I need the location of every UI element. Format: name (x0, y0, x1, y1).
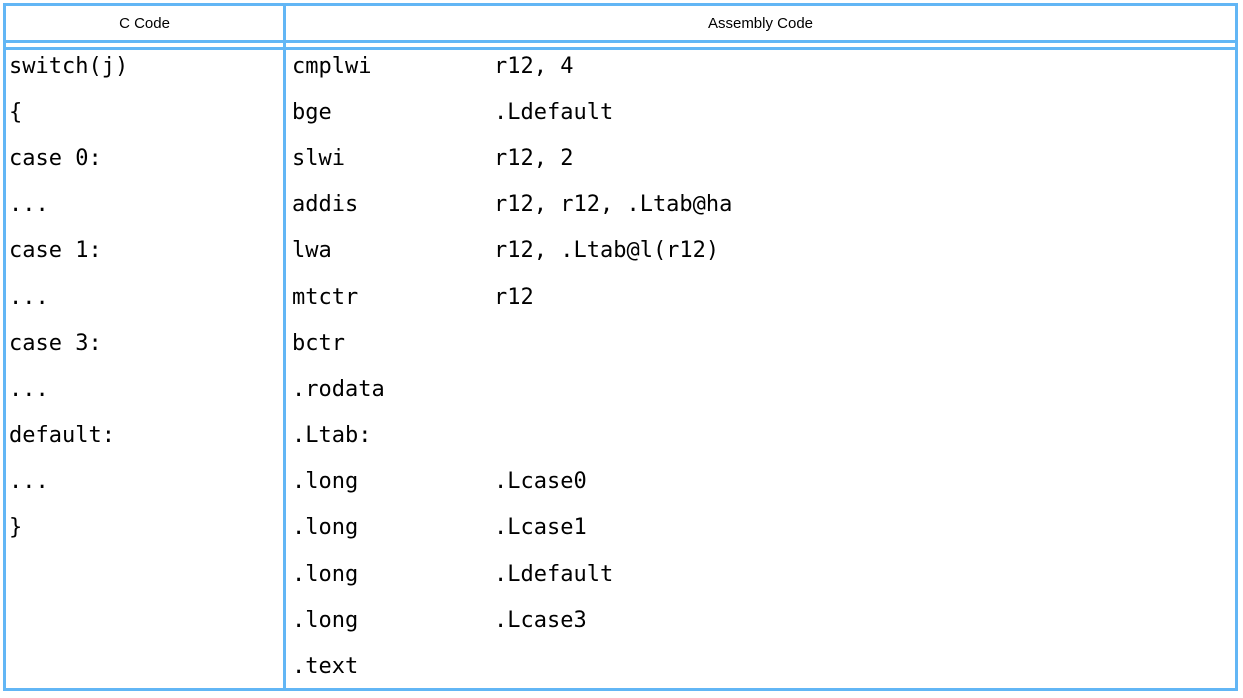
assembly-mnemonic: .long (292, 469, 359, 495)
c-code-line: ... (9, 284, 49, 310)
header-separator-line (286, 43, 1235, 50)
c-code-column-header: C Code (6, 6, 283, 43)
c-code-line: default: (9, 423, 115, 449)
assembly-operands: .Lcase3 (494, 607, 587, 633)
assembly-mnemonic: mtctr (292, 284, 359, 310)
assembly-operands: r12, .Ltab@l(r12) (494, 238, 720, 264)
assembly-operands: r12, r12, .Ltab@ha (494, 192, 733, 218)
assembly-line: .Ltab: (286, 413, 1235, 459)
assembly-line: addis r12, r12, .Ltab@ha (286, 182, 1235, 228)
assembly-code-column-header: Assembly Code (286, 6, 1235, 43)
assembly-line: cmplwi r12, 4 (286, 43, 1235, 89)
assembly-line: mtctr r12 (286, 274, 1235, 320)
assembly-operands: r12, 4 (494, 53, 574, 79)
c-code-column: C Code switch(j) { case 0:... case 1:... cas… (6, 6, 283, 688)
c-code-rows: switch(j) { case 0:... case 1:... case 3:...… (6, 43, 283, 688)
c-code-line: } (9, 515, 23, 541)
assembly-operands: r12, 2 (494, 145, 574, 171)
assembly-code-rows: cmplwi r12, 4 bge .Ldefault slwi r12, 2 addis r… (286, 43, 1235, 688)
assembly-mnemonic: .text (292, 654, 359, 680)
assembly-line: .long .Lcase1 (286, 505, 1235, 551)
assembly-line: slwi r12, 2 (286, 135, 1235, 181)
c-code-line: case 3: (9, 330, 102, 356)
assembly-line: .long .Ldefault (286, 551, 1235, 597)
assembly-line: .text (286, 643, 1235, 688)
c-code-line: case 0: (9, 145, 102, 171)
assembly-line: .rodata (286, 366, 1235, 412)
c-code-line: case 1: (9, 238, 102, 264)
assembly-line: .long .Lcase3 (286, 597, 1235, 643)
assembly-mnemonic: .rodata (292, 376, 385, 402)
assembly-mnemonic: bctr (292, 330, 345, 356)
code-comparison-table: C Code switch(j) { case 0:... case 1:... cas… (3, 3, 1238, 691)
assembly-code-column: Assembly Code cmplwi r12, 4 bge .Ldefault sl… (283, 6, 1235, 688)
header-separator-line (6, 43, 283, 50)
c-code-line: switch(j) (9, 53, 129, 79)
assembly-operands: .Ldefault (494, 99, 614, 125)
assembly-mnemonic: .long (292, 607, 359, 633)
assembly-mnemonic: cmplwi (292, 53, 372, 79)
assembly-mnemonic: addis (292, 192, 359, 218)
assembly-mnemonic: slwi (292, 145, 345, 171)
c-code-line: { (9, 99, 23, 125)
assembly-line: bctr (286, 320, 1235, 366)
assembly-mnemonic: lwa (292, 238, 332, 264)
assembly-line: lwa r12, .Ltab@l(r12) (286, 228, 1235, 274)
assembly-mnemonic: .long (292, 561, 359, 587)
assembly-mnemonic: .long (292, 515, 359, 541)
assembly-line: bge .Ldefault (286, 89, 1235, 135)
assembly-operands: .Ldefault (494, 561, 614, 587)
assembly-mnemonic: bge (292, 99, 332, 125)
c-code-line: ... (9, 469, 49, 495)
assembly-operands: r12 (494, 284, 534, 310)
assembly-operands: .Lcase0 (494, 469, 587, 495)
c-code-line: ... (9, 376, 49, 402)
assembly-mnemonic: .Ltab: (292, 423, 372, 449)
assembly-line: .long .Lcase0 (286, 459, 1235, 505)
assembly-operands: .Lcase1 (494, 515, 587, 541)
c-code-line: ... (9, 192, 49, 218)
